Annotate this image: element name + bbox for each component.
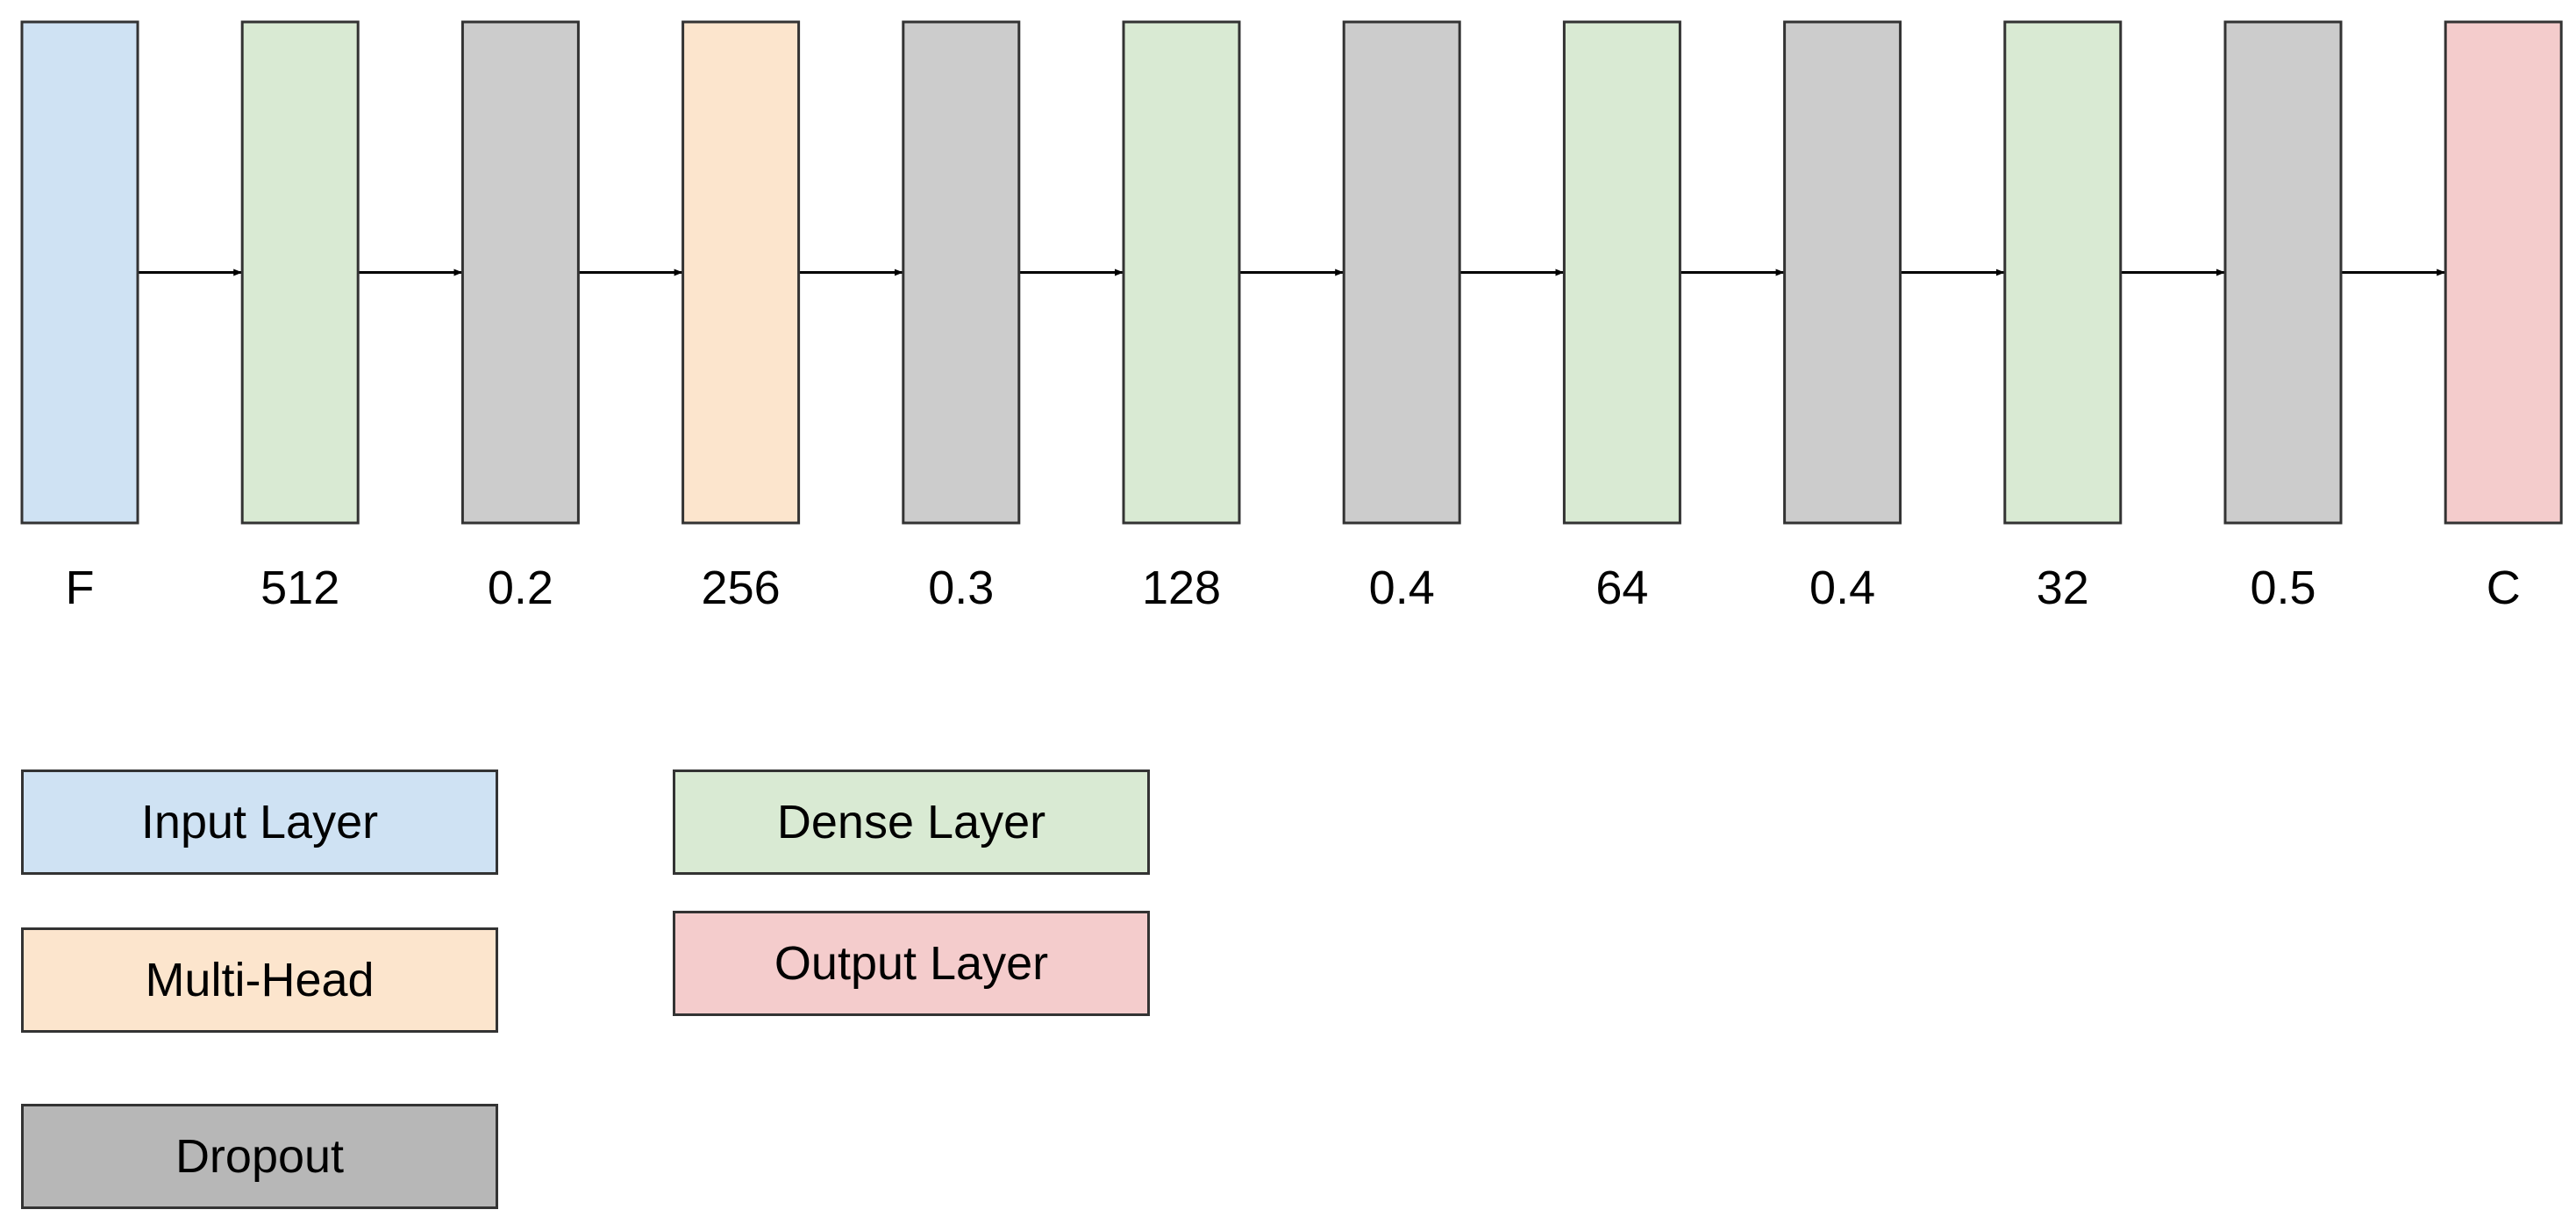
dense-layer-box	[1562, 20, 1681, 525]
legend-input-layer: Input Layer	[21, 769, 498, 875]
input-layer-box	[20, 20, 139, 525]
legend-dropout: Dropout	[21, 1104, 498, 1209]
legend-output-layer-label: Output Layer	[774, 937, 1049, 990]
layer-labels: F 512 0.2 256 0.3 128 0.4 64 0.4 32 0.5 C	[66, 562, 2521, 614]
layer-label: 0.2	[488, 562, 553, 614]
dropout-layer-box	[902, 20, 1021, 525]
dense-layer-box	[1122, 20, 1241, 525]
legend-dropout-label: Dropout	[175, 1130, 345, 1183]
multihead-layer-box	[681, 20, 801, 525]
layer-label: F	[66, 562, 95, 614]
dropout-layer-box	[2223, 20, 2343, 525]
legend-dense-layer: Dense Layer	[673, 769, 1150, 875]
legend-input-layer-label: Input Layer	[140, 796, 379, 848]
dropout-layer-box	[460, 20, 580, 525]
dense-layer-box	[2003, 20, 2123, 525]
layer-label: 0.4	[1369, 562, 1435, 614]
legend-dense-layer-label: Dense Layer	[776, 796, 1046, 848]
output-layer-box	[2444, 20, 2563, 525]
legend-multi-head-label: Multi-Head	[145, 954, 375, 1006]
layer-label: C	[2487, 562, 2521, 614]
dense-layer-box	[240, 20, 360, 525]
legend-multi-head: Multi-Head	[21, 927, 498, 1033]
dropout-layer-box	[1783, 20, 1902, 525]
layer-label: 0.4	[1809, 562, 1875, 614]
layer-label: 64	[1595, 562, 1648, 614]
layer-label: 0.3	[928, 562, 994, 614]
legend-output-layer: Output Layer	[673, 911, 1150, 1016]
layer-stack	[20, 20, 2563, 525]
layer-label: 128	[1142, 562, 1221, 614]
dropout-layer-box	[1342, 20, 1461, 525]
layer-label: 512	[260, 562, 339, 614]
layer-label: 32	[2037, 562, 2089, 614]
layer-label: 256	[702, 562, 781, 614]
layer-label: 0.5	[2250, 562, 2316, 614]
